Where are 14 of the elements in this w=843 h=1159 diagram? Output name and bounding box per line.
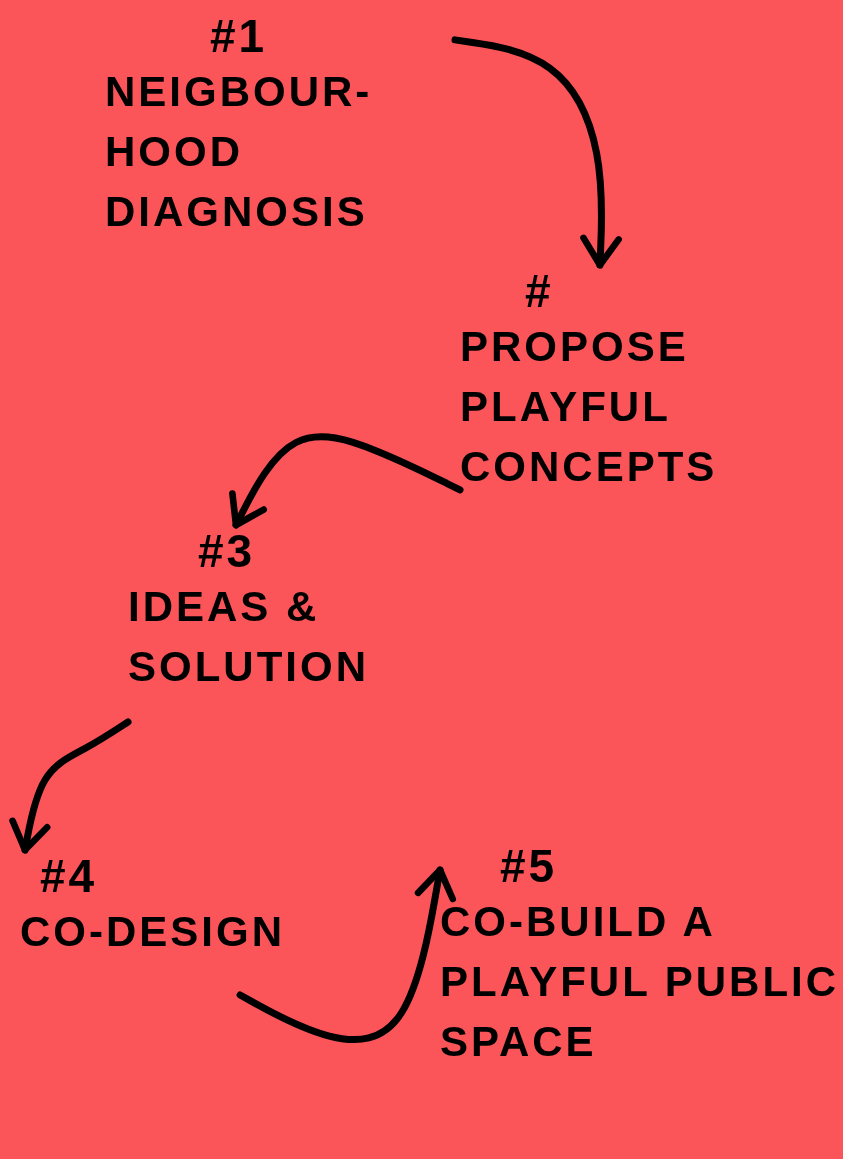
step-number: #1 — [210, 10, 269, 62]
step-number: #5 — [500, 840, 559, 892]
step-number: # — [525, 265, 555, 317]
arrow — [229, 433, 464, 529]
step-number: #3 — [198, 525, 257, 577]
step-title: CO-BUILD A PLAYFUL PUBLIC SPACE — [440, 897, 840, 1067]
arrow — [9, 718, 132, 854]
step-title: IDEAS & SOLUTION — [128, 582, 370, 692]
step-title: PROPOSE PLAYFUL CONCEPTS — [460, 322, 719, 492]
step-title: NEIGBOUR- HOOD DIAGNOSIS — [105, 67, 374, 237]
arrow — [451, 36, 622, 269]
step-title: CO-DESIGN — [20, 907, 286, 957]
arrow — [236, 866, 457, 1044]
step-number: #4 — [40, 850, 99, 902]
